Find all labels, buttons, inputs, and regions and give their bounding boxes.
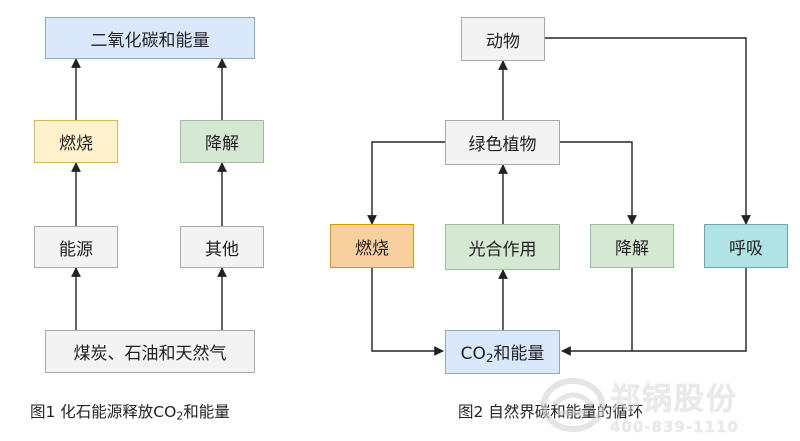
node-co2-energy-label: 二氧化碳和能量	[90, 30, 210, 51]
watermark-phone: 400-839-1110	[610, 418, 739, 436]
node-co2-energy-2: CO2和能量	[445, 330, 560, 374]
node-co2-suffix: 和能量	[493, 344, 545, 365]
node-co2-prefix: CO	[460, 344, 486, 365]
node-decompose-label: 降解	[205, 134, 239, 154]
figure1-caption-text: 图1 化石能源释放CO	[30, 403, 177, 421]
figure1-caption: 图1 化石能源释放CO2和能量	[30, 400, 230, 423]
node-breath-label: 呼吸	[729, 238, 763, 259]
figure1-caption-suffix: 和能量	[183, 403, 230, 421]
node-decompose: 降解	[180, 120, 264, 163]
node-co2-energy: 二氧化碳和能量	[45, 17, 255, 59]
node-animal: 动物	[461, 17, 545, 61]
watermark-name: 郑锅股份	[610, 382, 738, 417]
figure1-caption-subscript: 2	[176, 409, 184, 423]
node-burn-2: 燃烧	[330, 224, 414, 268]
node-burn-2-label: 燃烧	[355, 238, 389, 259]
node-photosynthesis-label: 光合作用	[468, 239, 537, 260]
arrow-plant-to-burn	[367, 141, 445, 225]
arrow-breath-to-co2	[561, 268, 747, 356]
node-other: 其他	[180, 226, 264, 268]
node-fuels: 煤炭、石油和天然气	[45, 330, 255, 373]
node-decompose-2: 降解	[590, 224, 674, 268]
node-fuels-label: 煤炭、石油和天然气	[73, 344, 227, 364]
watermark: 郑锅股份 400-839-1110	[540, 372, 798, 438]
node-photosynthesis: 光合作用	[445, 224, 560, 270]
node-co2-subscript: 2	[485, 350, 494, 365]
node-decompose-2-label: 降解	[615, 238, 649, 259]
node-animal-label: 动物	[486, 31, 520, 52]
node-burn-label: 燃烧	[59, 134, 93, 154]
node-other-label: 其他	[205, 239, 239, 260]
node-energy: 能源	[34, 226, 118, 268]
node-burn: 燃烧	[34, 120, 118, 163]
watermark-logo-icon	[541, 378, 605, 432]
node-plant: 绿色植物	[445, 120, 560, 165]
arrow-burn-to-co2	[371, 268, 444, 356]
node-energy-label: 能源	[59, 239, 93, 260]
arrow-plant-to-decompose	[560, 141, 637, 225]
arrow-animal-to-breath	[545, 37, 751, 225]
node-plant-label: 绿色植物	[468, 135, 537, 155]
node-co2-energy-2-label: CO2和能量	[461, 339, 545, 365]
node-breath: 呼吸	[704, 224, 788, 268]
